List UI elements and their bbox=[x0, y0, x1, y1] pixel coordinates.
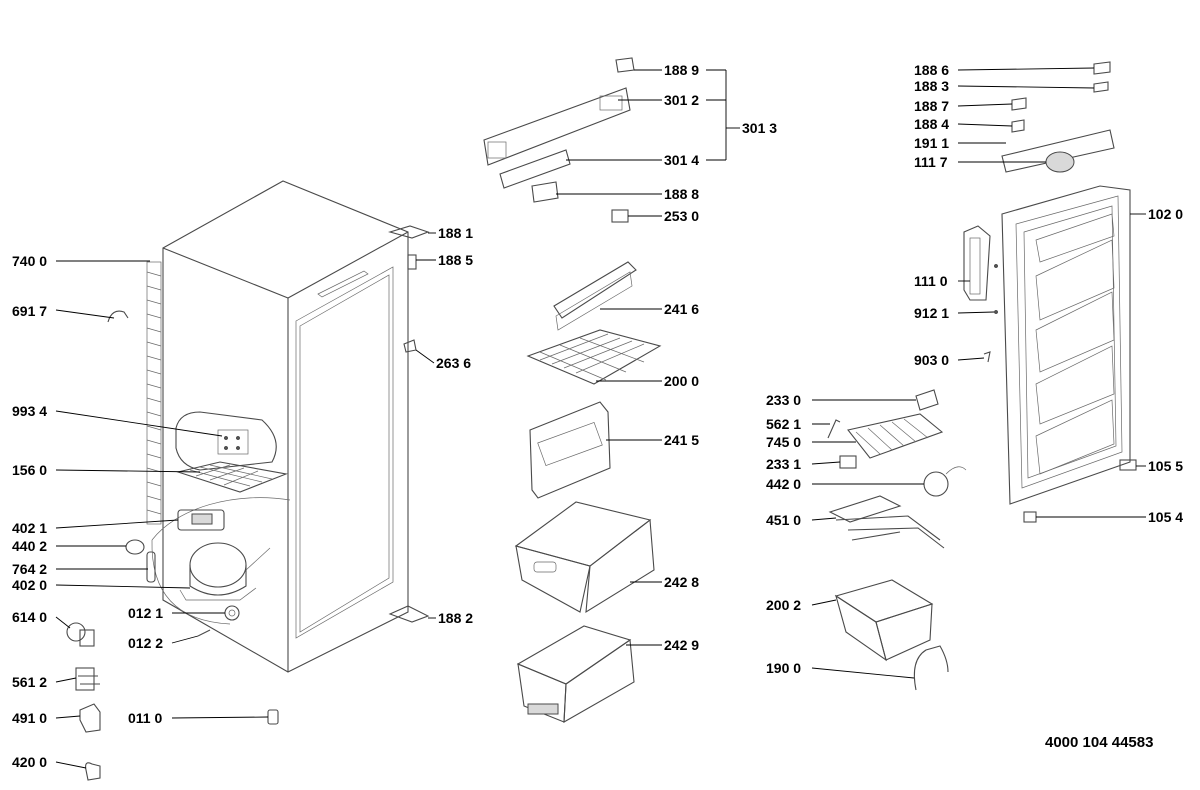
document-number: 4000 104 44583 bbox=[1045, 734, 1154, 751]
part-label: 614 0 bbox=[12, 609, 47, 625]
refrigeration-drawing bbox=[827, 389, 967, 691]
part-label: 491 0 bbox=[12, 710, 47, 726]
part-label: 745 0 bbox=[766, 434, 801, 450]
part-label: 912 1 bbox=[914, 305, 949, 321]
part-label: 200 0 bbox=[664, 373, 699, 389]
part-label: 111 0 bbox=[914, 273, 948, 289]
part-label: 200 2 bbox=[766, 597, 801, 613]
part-label: 188 7 bbox=[914, 98, 949, 114]
part-label: 233 1 bbox=[766, 456, 801, 472]
part-label: 451 0 bbox=[766, 512, 801, 528]
part-label: 011 0 bbox=[128, 710, 162, 726]
part-labels: 740 0 691 7 993 4 156 0 402 1 440 2 764 … bbox=[12, 62, 1183, 770]
part-label: 190 0 bbox=[766, 660, 801, 676]
part-label: 188 6 bbox=[914, 62, 949, 78]
part-label: 105 4 bbox=[1148, 509, 1183, 525]
part-label: 301 3 bbox=[742, 120, 777, 136]
part-label: 242 9 bbox=[664, 637, 699, 653]
part-label: 740 0 bbox=[12, 253, 47, 269]
door-drawing bbox=[963, 61, 1137, 523]
part-label: 440 2 bbox=[12, 538, 47, 554]
part-label: 188 4 bbox=[914, 116, 949, 132]
part-label: 253 0 bbox=[664, 208, 699, 224]
part-label: 301 2 bbox=[664, 92, 699, 108]
part-label: 241 5 bbox=[664, 432, 699, 448]
part-label: 562 1 bbox=[766, 416, 801, 432]
part-label: 691 7 bbox=[12, 303, 47, 319]
part-label: 188 9 bbox=[664, 62, 699, 78]
part-label: 188 1 bbox=[438, 225, 473, 241]
part-label: 442 0 bbox=[766, 476, 801, 492]
part-label: 402 1 bbox=[12, 520, 47, 536]
part-label: 191 1 bbox=[914, 135, 949, 151]
part-label: 105 5 bbox=[1148, 458, 1183, 474]
part-label: 012 2 bbox=[128, 635, 163, 651]
part-label: 402 0 bbox=[12, 577, 47, 593]
part-label: 561 2 bbox=[12, 674, 47, 690]
part-label: 156 0 bbox=[12, 462, 47, 478]
part-label: 233 0 bbox=[766, 392, 801, 408]
cabinet-drawing bbox=[107, 180, 409, 725]
part-label: 420 0 bbox=[12, 754, 47, 770]
part-label: 188 2 bbox=[438, 610, 473, 626]
part-label: 188 8 bbox=[664, 186, 699, 202]
part-label: 012 1 bbox=[128, 605, 163, 621]
part-label: 188 3 bbox=[914, 78, 949, 94]
part-label: 263 6 bbox=[436, 355, 471, 371]
cabinet-hinge-parts bbox=[388, 225, 430, 623]
leader-lines bbox=[55, 67, 1146, 769]
part-label: 241 6 bbox=[664, 301, 699, 317]
part-label: 301 4 bbox=[664, 152, 699, 168]
part-label: 188 5 bbox=[438, 252, 473, 268]
part-label: 102 0 bbox=[1148, 206, 1183, 222]
shelf-drawing bbox=[514, 261, 662, 723]
part-label: 993 4 bbox=[12, 403, 47, 419]
part-label: 903 0 bbox=[914, 352, 949, 368]
part-label: 242 8 bbox=[664, 574, 699, 590]
part-label: 111 7 bbox=[914, 154, 948, 170]
control-panel-drawing bbox=[483, 57, 635, 223]
electrical-parts bbox=[66, 622, 101, 781]
part-label: 764 2 bbox=[12, 561, 47, 577]
